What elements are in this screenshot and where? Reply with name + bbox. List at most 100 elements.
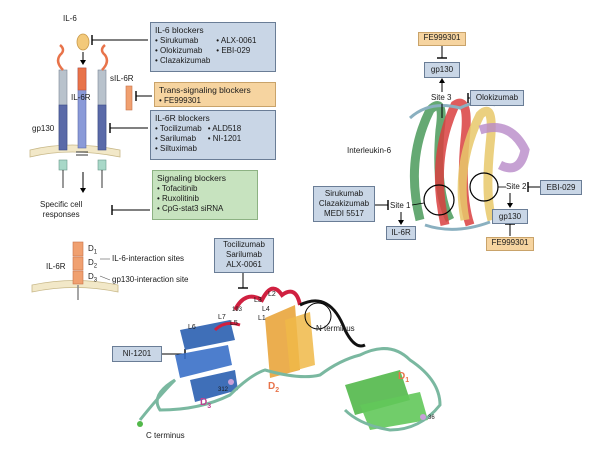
d1-sheet-2 <box>360 392 428 430</box>
loop-l6: L6 <box>188 324 196 331</box>
structure-d1-label: D1 <box>398 371 410 385</box>
drug-item: EBI-029 <box>216 46 256 56</box>
gp130-site-line <box>99 275 111 281</box>
c-terminus-dot <box>137 421 143 427</box>
gp130-site-label: gp130-interaction site <box>112 275 189 284</box>
il6r-blockers-col1: Tocilizumab Sarilumab Siltuximab <box>155 124 208 154</box>
tocilizumab-box: Tocilizumab Sarilumab ALX-0061 <box>214 238 274 273</box>
sil6r-shape <box>125 85 133 111</box>
domain-membrane <box>31 280 119 293</box>
responses-label: Specific cell responses <box>40 200 83 219</box>
il6-arrowhead <box>80 60 86 65</box>
signal-arrowhead <box>80 188 86 193</box>
sil6r-label: sIL-6R <box>110 74 134 83</box>
red-loops <box>233 286 302 311</box>
drug-item: Sirukumab <box>155 36 210 46</box>
red-loop-l6 <box>213 321 241 332</box>
gp130-right-tail <box>100 44 109 71</box>
il6-blockers-col1: Sirukumab Olokizumab Clazakizumab <box>155 36 216 66</box>
c-terminus-label: C terminus <box>146 431 185 440</box>
jak-left <box>58 159 68 171</box>
drug-item: FE999301 <box>159 96 271 106</box>
signaling-blockers-box: Signaling blockers Tofacitinib Ruxolitin… <box>152 170 258 220</box>
ebi-box: EBI-029 <box>540 180 582 195</box>
domain-d2 <box>72 256 84 271</box>
loop-l7: L7 <box>218 314 226 321</box>
loop-l5: L5 <box>230 320 238 327</box>
site1-label: Site 1 <box>390 201 411 210</box>
drug-item: Siltuximab <box>155 144 202 154</box>
loop-l3: L3 <box>254 297 262 304</box>
drug-item: Tocilizumab <box>155 124 202 134</box>
gp130-left-tail <box>56 44 65 71</box>
loop-bottom <box>424 220 491 231</box>
n-terminus-label: N terminus <box>316 324 355 333</box>
il6r-blockers-box: IL-6R blockers Tocilizumab Sarilumab Sil… <box>150 110 276 160</box>
residue-312-label: 312 <box>218 387 229 393</box>
site3-label: Site 3 <box>431 93 452 102</box>
il6r-blockers-col2: ALD518 NI-1201 <box>208 124 248 154</box>
black-linker <box>299 299 366 348</box>
il6r-receptor-top <box>77 67 87 91</box>
site3-arrowhead <box>439 78 445 83</box>
backbone-trace <box>138 347 442 432</box>
il6r-label: IL-6R <box>71 93 91 102</box>
gp130-right-lower <box>97 104 107 151</box>
il6-blockers-col2: ALX-0061 EBI-029 <box>216 36 262 66</box>
drug-item: CpG-stat3 siRNA <box>157 204 253 214</box>
olokizumab-box: Olokizumab <box>470 90 524 106</box>
il6-sites-label: IL-6-interaction sites <box>112 254 185 263</box>
loop-l2: L2 <box>268 291 276 298</box>
site1-connector <box>411 202 425 206</box>
helix-purple <box>478 123 530 173</box>
gp130-right-box: gp130 <box>492 209 528 224</box>
il6-blockers-title: IL-6 blockers <box>155 25 204 35</box>
domain-d1 <box>72 241 84 257</box>
il6r-right-box: IL-6R <box>386 226 416 240</box>
jak-right <box>97 159 107 171</box>
drug-item: ALX-0061 <box>216 36 257 46</box>
signaling-blockers-title: Signaling blockers <box>157 173 226 183</box>
trans-blockers-box: Trans-signaling blockers FE999301 <box>154 82 276 107</box>
d3-sheet-3 <box>190 370 238 402</box>
gp130-label: gp130 <box>32 124 55 133</box>
site2-label: Site 2 <box>506 182 527 191</box>
residue-36 <box>420 414 426 420</box>
fe-bottom-box: FE999301 <box>486 237 534 251</box>
site2-arrowhead <box>507 203 513 208</box>
loop-l1: L1 <box>258 315 266 322</box>
domain-il6r-label: IL-6R <box>46 262 66 271</box>
drug-item: Ruxolitinib <box>157 194 253 204</box>
ni1201-box: NI-1201 <box>112 346 162 362</box>
site1-arrowhead <box>398 220 404 225</box>
domain-d2-label: D2 <box>88 258 98 270</box>
site1-circle <box>423 184 455 216</box>
d2-sheet-2 <box>285 312 315 372</box>
d3-sheet-1 <box>180 320 235 350</box>
fe-top-box: FE999301 <box>418 32 466 46</box>
drug-item: Tofacitinib <box>157 184 253 194</box>
drug-item: Clazakizumab <box>155 56 210 66</box>
cell-membrane <box>29 144 121 158</box>
residue-312 <box>228 379 234 385</box>
helix-yellow <box>457 106 497 222</box>
domain-d3-label: D3 <box>88 272 98 284</box>
il6-ligand <box>76 33 90 51</box>
interleukin-label: Interleukin-6 <box>347 146 392 155</box>
drug-item: ALD518 <box>208 124 241 134</box>
trans-blockers-title: Trans-signaling blockers <box>159 85 251 95</box>
site1-drugs-box: Sirukumab Clazakizumab MEDI 5517 <box>313 186 375 222</box>
d3-sheet-2 <box>175 345 232 378</box>
n-terminus-circle <box>304 302 332 330</box>
domain-d1-label: D1 <box>88 244 98 256</box>
il6-label: IL-6 <box>63 14 77 23</box>
structure-d3-label: D3 <box>200 397 212 411</box>
residue-193-label: 193 <box>232 307 243 313</box>
structure-d2-label: D2 <box>268 381 280 395</box>
drug-item: Olokizumab <box>155 46 210 56</box>
drug-item: NI-1201 <box>208 134 242 144</box>
il6-blockers-box: IL-6 blockers Sirukumab Olokizumab Claza… <box>150 22 276 72</box>
domain-d3 <box>72 270 84 285</box>
drug-item: Sarilumab <box>155 134 202 144</box>
